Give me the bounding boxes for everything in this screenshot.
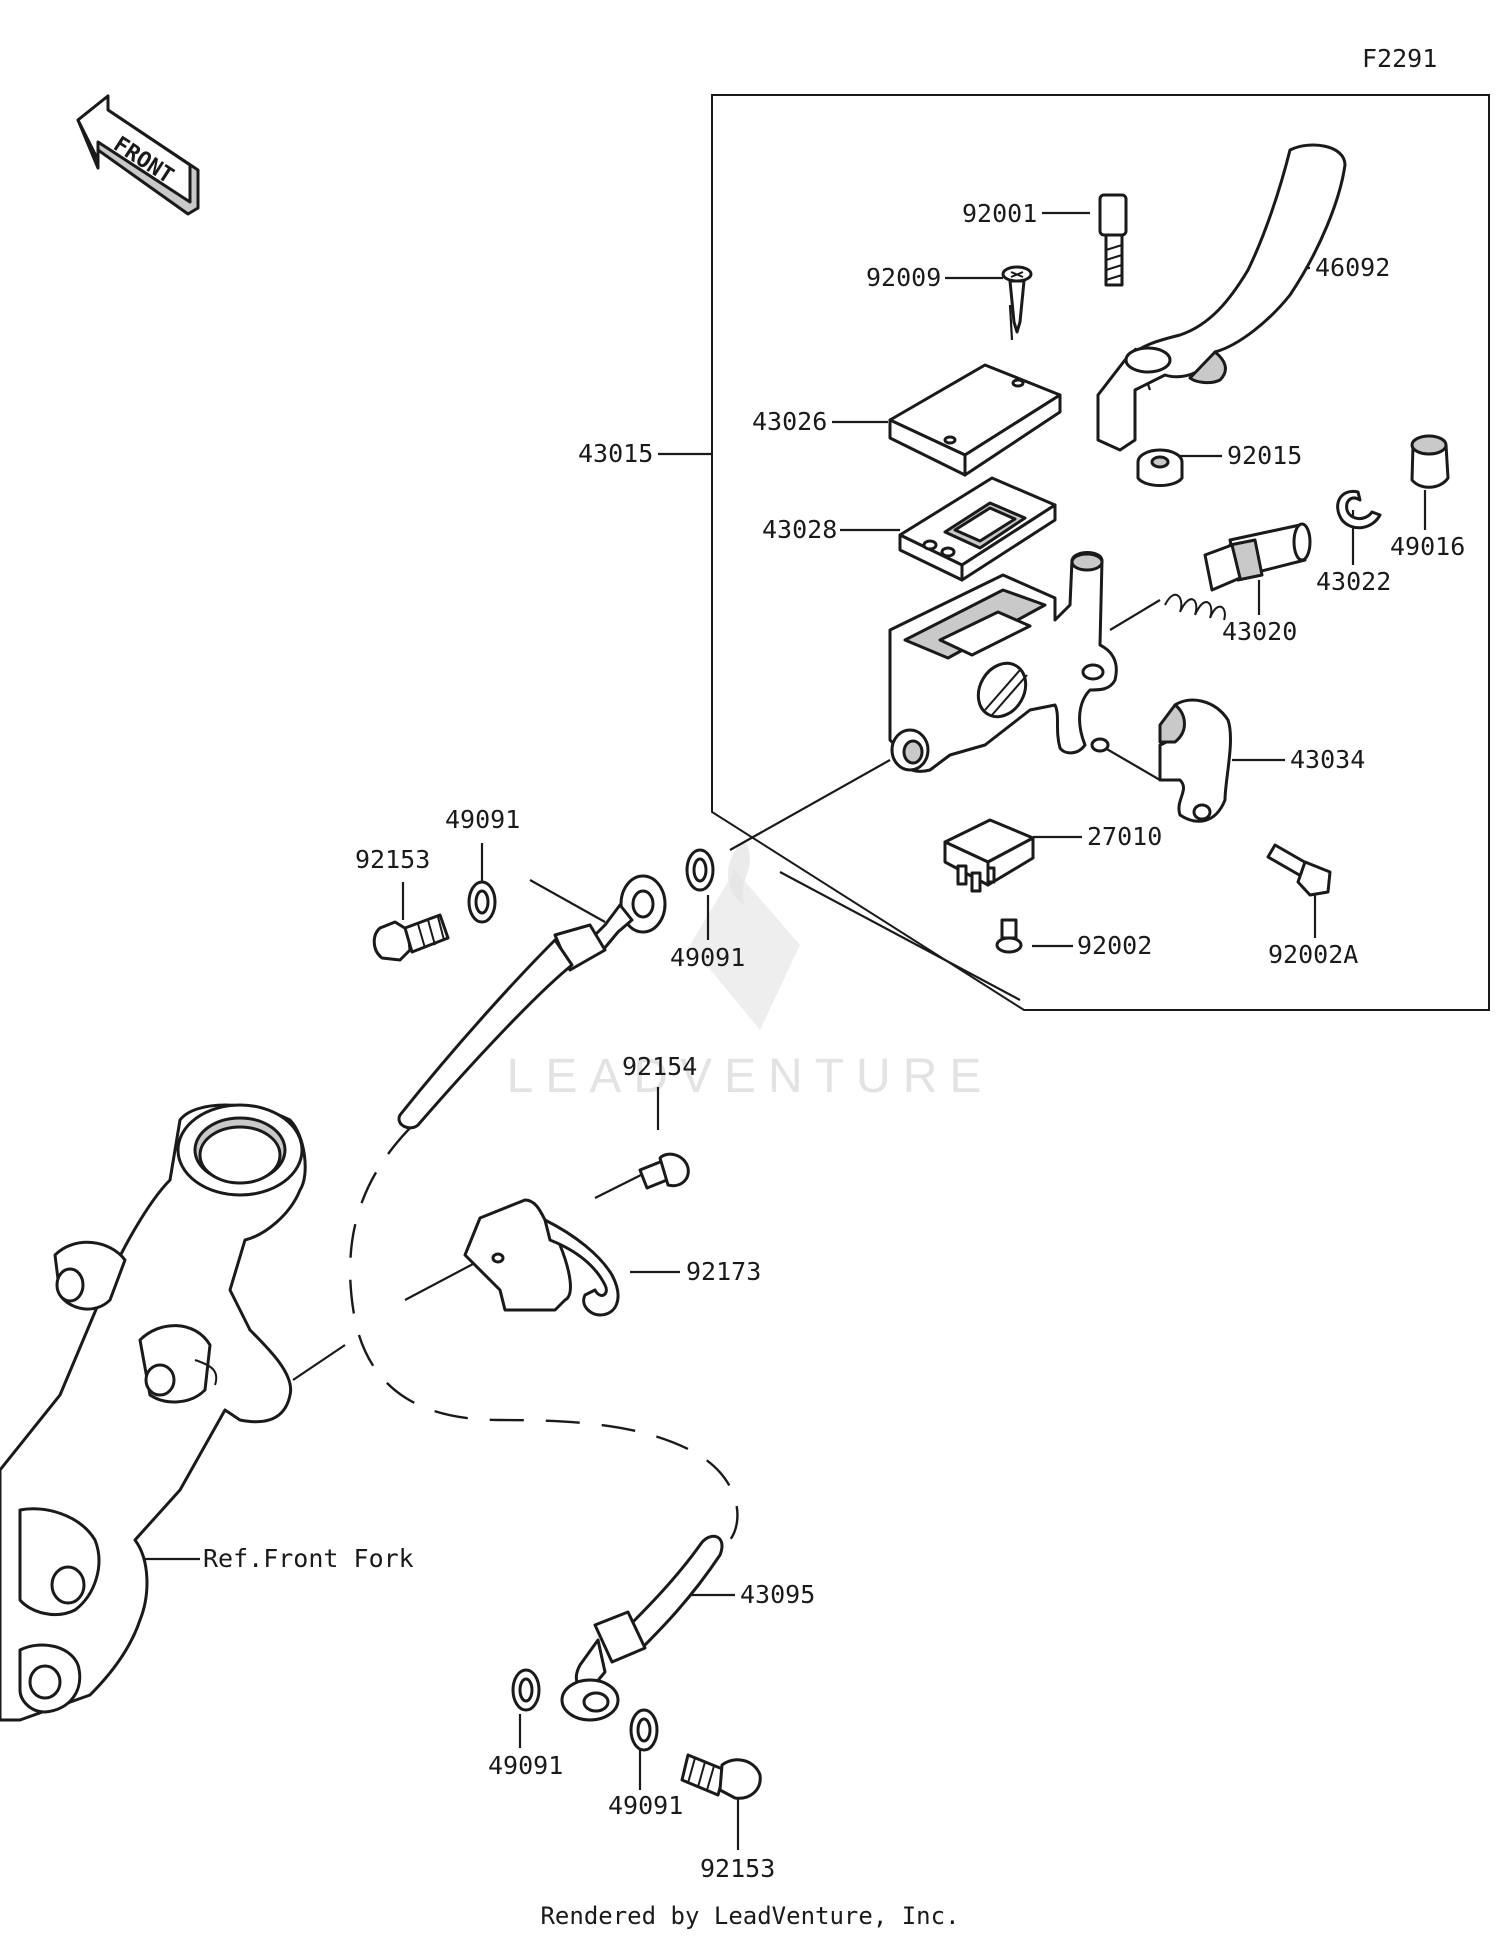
figure-code: F2291	[1362, 44, 1437, 73]
circlip-43022	[1336, 489, 1382, 530]
label-49091-a: 49091	[445, 805, 520, 834]
label-92154: 92154	[622, 1052, 697, 1081]
assembly-box	[711, 94, 1490, 1011]
banjo-bolt-92153-b	[680, 1753, 762, 1800]
label-92173: 92173	[686, 1257, 761, 1286]
banjo-bolt-92153-a	[372, 913, 450, 962]
label-49091-b: 49091	[670, 943, 745, 972]
brake-hose-lower	[574, 1534, 724, 1692]
washer-49091-c	[511, 1668, 541, 1712]
washer-49091-a	[467, 880, 497, 924]
footer-credit: Rendered by LeadVenture, Inc.	[540, 1902, 959, 1930]
cap-43026	[888, 363, 1062, 477]
label-92009: 92009	[866, 263, 941, 292]
label-43026: 43026	[752, 407, 827, 436]
nut-92015	[1136, 448, 1184, 487]
label-49091-c: 49091	[488, 1751, 563, 1780]
front-fork	[0, 1103, 307, 1722]
bolt-92154	[638, 1152, 690, 1190]
label-92015: 92015	[1227, 441, 1302, 470]
boot-49016	[1410, 434, 1450, 489]
master-cylinder-body	[888, 551, 1118, 773]
label-ref-front-fork: Ref.Front Fork	[203, 1544, 414, 1573]
watermark: LEADVENTURE	[507, 840, 994, 1103]
label-92153-a: 92153	[355, 845, 430, 874]
screw-92009	[1001, 265, 1033, 334]
bracket-92173	[463, 1198, 620, 1317]
label-43095: 43095	[740, 1580, 815, 1609]
upper-banjo-fitting	[553, 874, 667, 972]
label-43020: 43020	[1222, 617, 1297, 646]
label-49016: 49016	[1390, 532, 1465, 561]
hose-routing-line	[348, 1127, 739, 1541]
piston-kit-43020	[1164, 522, 1312, 621]
screw-92002	[995, 918, 1023, 954]
label-92001: 92001	[962, 199, 1037, 228]
label-43034: 43034	[1290, 745, 1365, 774]
washer-49091-b	[685, 848, 715, 892]
label-27010: 27010	[1087, 822, 1162, 851]
bolt-92002A	[1266, 843, 1332, 897]
front-arrow-icon: FRONT	[76, 94, 200, 216]
label-92002A: 92002A	[1268, 940, 1358, 969]
label-92002: 92002	[1077, 931, 1152, 960]
label-43028: 43028	[762, 515, 837, 544]
clamp-43034	[1158, 698, 1232, 823]
label-49091-d: 49091	[608, 1791, 683, 1820]
lever-46092	[1096, 143, 1347, 452]
washer-49091-d	[629, 1708, 659, 1752]
part-labels: 92001 92009 46092 43026 43015 92015 4901…	[203, 199, 1465, 1883]
brake-hose-upper	[397, 938, 574, 1130]
lower-banjo-fitting	[560, 1678, 620, 1722]
diaphragm-43028	[898, 476, 1057, 582]
label-92153-b: 92153	[700, 1854, 775, 1883]
label-43022: 43022	[1316, 567, 1391, 596]
switch-27010	[943, 818, 1035, 893]
bolt-92001	[1098, 193, 1128, 287]
label-43015: 43015	[578, 439, 653, 468]
watermark-logo	[690, 840, 800, 1030]
label-46092: 46092	[1315, 253, 1390, 282]
watermark-text: LEADVENTURE	[507, 1050, 994, 1103]
